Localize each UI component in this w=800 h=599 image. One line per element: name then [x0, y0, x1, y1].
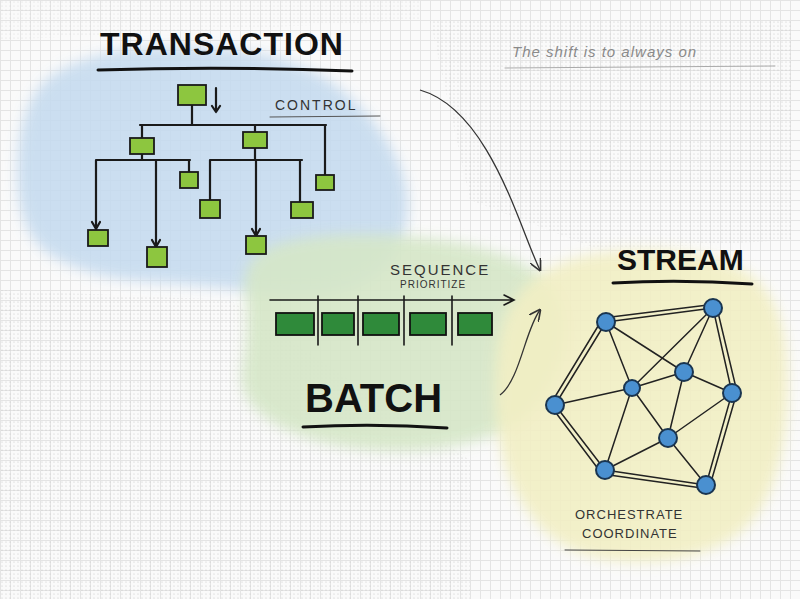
- hierarchy-tree: [147, 247, 167, 267]
- section-heading: STREAM: [617, 245, 744, 275]
- hierarchy-tree: [180, 172, 198, 188]
- heading-underline: [505, 66, 775, 68]
- stream-network: [546, 299, 741, 494]
- stream-network: [675, 363, 693, 381]
- heading-underline: [270, 116, 380, 117]
- batch-sequence: [458, 313, 492, 335]
- batch-sequence: [276, 313, 492, 335]
- watercolor-cloud: [495, 250, 788, 562]
- section-heading: BATCH: [305, 378, 442, 418]
- heading-underline: [613, 281, 752, 284]
- section-note: COORDINATE: [582, 527, 678, 540]
- stream-network: [546, 396, 564, 414]
- stream-network: [550, 304, 737, 489]
- hierarchy-tree: [246, 236, 266, 254]
- batch-sequence: [270, 295, 514, 345]
- flow-arrow: [500, 310, 540, 395]
- stream-network: [546, 299, 741, 494]
- cloud-region: SEQUENCE PRIORITIZE BATCH: [230, 245, 500, 450]
- watercolor-cloud: [17, 47, 408, 295]
- hierarchy-tree: [130, 138, 154, 154]
- hierarchy-tree: [243, 132, 267, 148]
- heading-underline: [98, 66, 775, 551]
- hierarchy-tree: [88, 85, 334, 267]
- stream-network: [659, 429, 677, 447]
- cloud-region: TRANSACTION CONTROL: [0, 10, 420, 310]
- stream-network: [596, 461, 614, 479]
- section-heading: TRANSACTION: [100, 28, 344, 60]
- stream-network: [597, 313, 615, 331]
- batch-sequence: [276, 313, 314, 335]
- heading-underline: [303, 425, 447, 428]
- batch-sequence: [410, 313, 446, 335]
- hierarchy-tree: [316, 175, 334, 190]
- hierarchy-tree: [88, 230, 108, 246]
- flow-arrow: [420, 90, 540, 270]
- stream-network: [624, 380, 640, 396]
- hierarchy-tree: [291, 202, 313, 218]
- section-note: PRIORITIZE: [400, 280, 466, 290]
- heading-underline: [565, 550, 700, 551]
- section-note: CONTROL: [275, 98, 357, 112]
- heading-underline: [98, 68, 352, 71]
- hierarchy-tree: [88, 85, 334, 267]
- stream-network: [697, 476, 715, 494]
- stipple-area: [0, 290, 470, 599]
- batch-sequence: [270, 295, 514, 345]
- side-note: The shift is to always on: [512, 44, 697, 59]
- watercolor-cloud: [241, 234, 564, 451]
- hierarchy-tree: [200, 200, 220, 218]
- batch-sequence: [322, 313, 354, 335]
- batch-sequence: [363, 313, 399, 335]
- section-note: SEQUENCE: [390, 262, 490, 277]
- cloud-region: STREAM ORCHESTRATE COORDINATE: [540, 240, 790, 562]
- stipple-area: [430, 20, 792, 250]
- hierarchy-tree: [178, 85, 206, 105]
- section-note: ORCHESTRATE: [575, 508, 683, 521]
- stream-network: [704, 299, 722, 317]
- stream-network: [723, 384, 741, 402]
